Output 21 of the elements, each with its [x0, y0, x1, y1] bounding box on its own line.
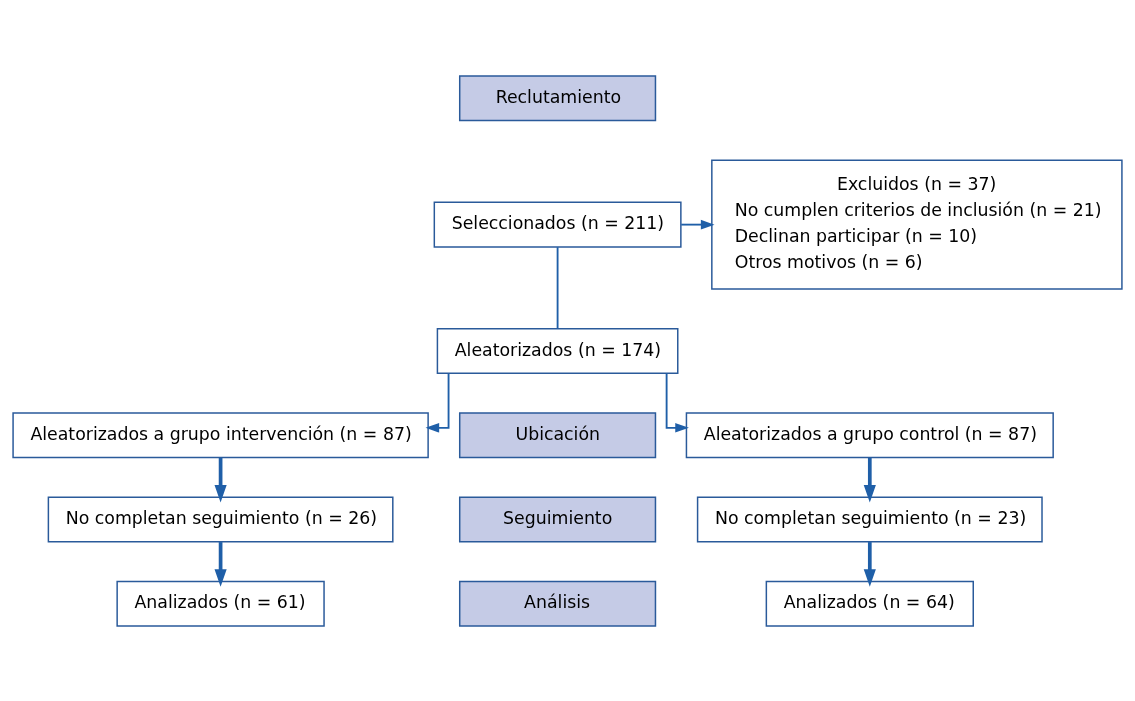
arrow	[214, 457, 227, 502]
arrow	[214, 541, 227, 587]
arrow	[680, 219, 715, 229]
node-box: Aleatorizados (n = 174)	[436, 327, 679, 374]
node-box: Seleccionados (n = 211)	[433, 201, 682, 248]
node-box: Analizados (n = 61)	[116, 580, 325, 627]
connector	[556, 245, 559, 330]
node-box: Analizados (n = 64)	[765, 580, 974, 627]
node-box: No completan seguimiento (n = 26)	[47, 495, 394, 543]
node-box: Análisis	[458, 580, 657, 627]
arrow	[863, 541, 876, 587]
node-box: Excluidos (n = 37) No cumplen criterios de inclusión (n = 21) Declinan participar (n = 10) Otros motivos (n = 6)	[711, 158, 1123, 290]
node-box: Aleatorizados a grupo intervención (n = 87)	[12, 411, 429, 458]
node-box: Seguimiento	[458, 495, 657, 543]
node-box: Reclutamiento	[458, 74, 657, 121]
arrow	[863, 457, 876, 502]
node-box: Aleatorizados a grupo control (n = 87)	[685, 411, 1054, 458]
arrow	[425, 372, 450, 433]
node-box: No completan seguimiento (n = 23)	[696, 495, 1043, 543]
arrow	[665, 372, 689, 433]
node-box: Ubicación	[458, 411, 657, 458]
